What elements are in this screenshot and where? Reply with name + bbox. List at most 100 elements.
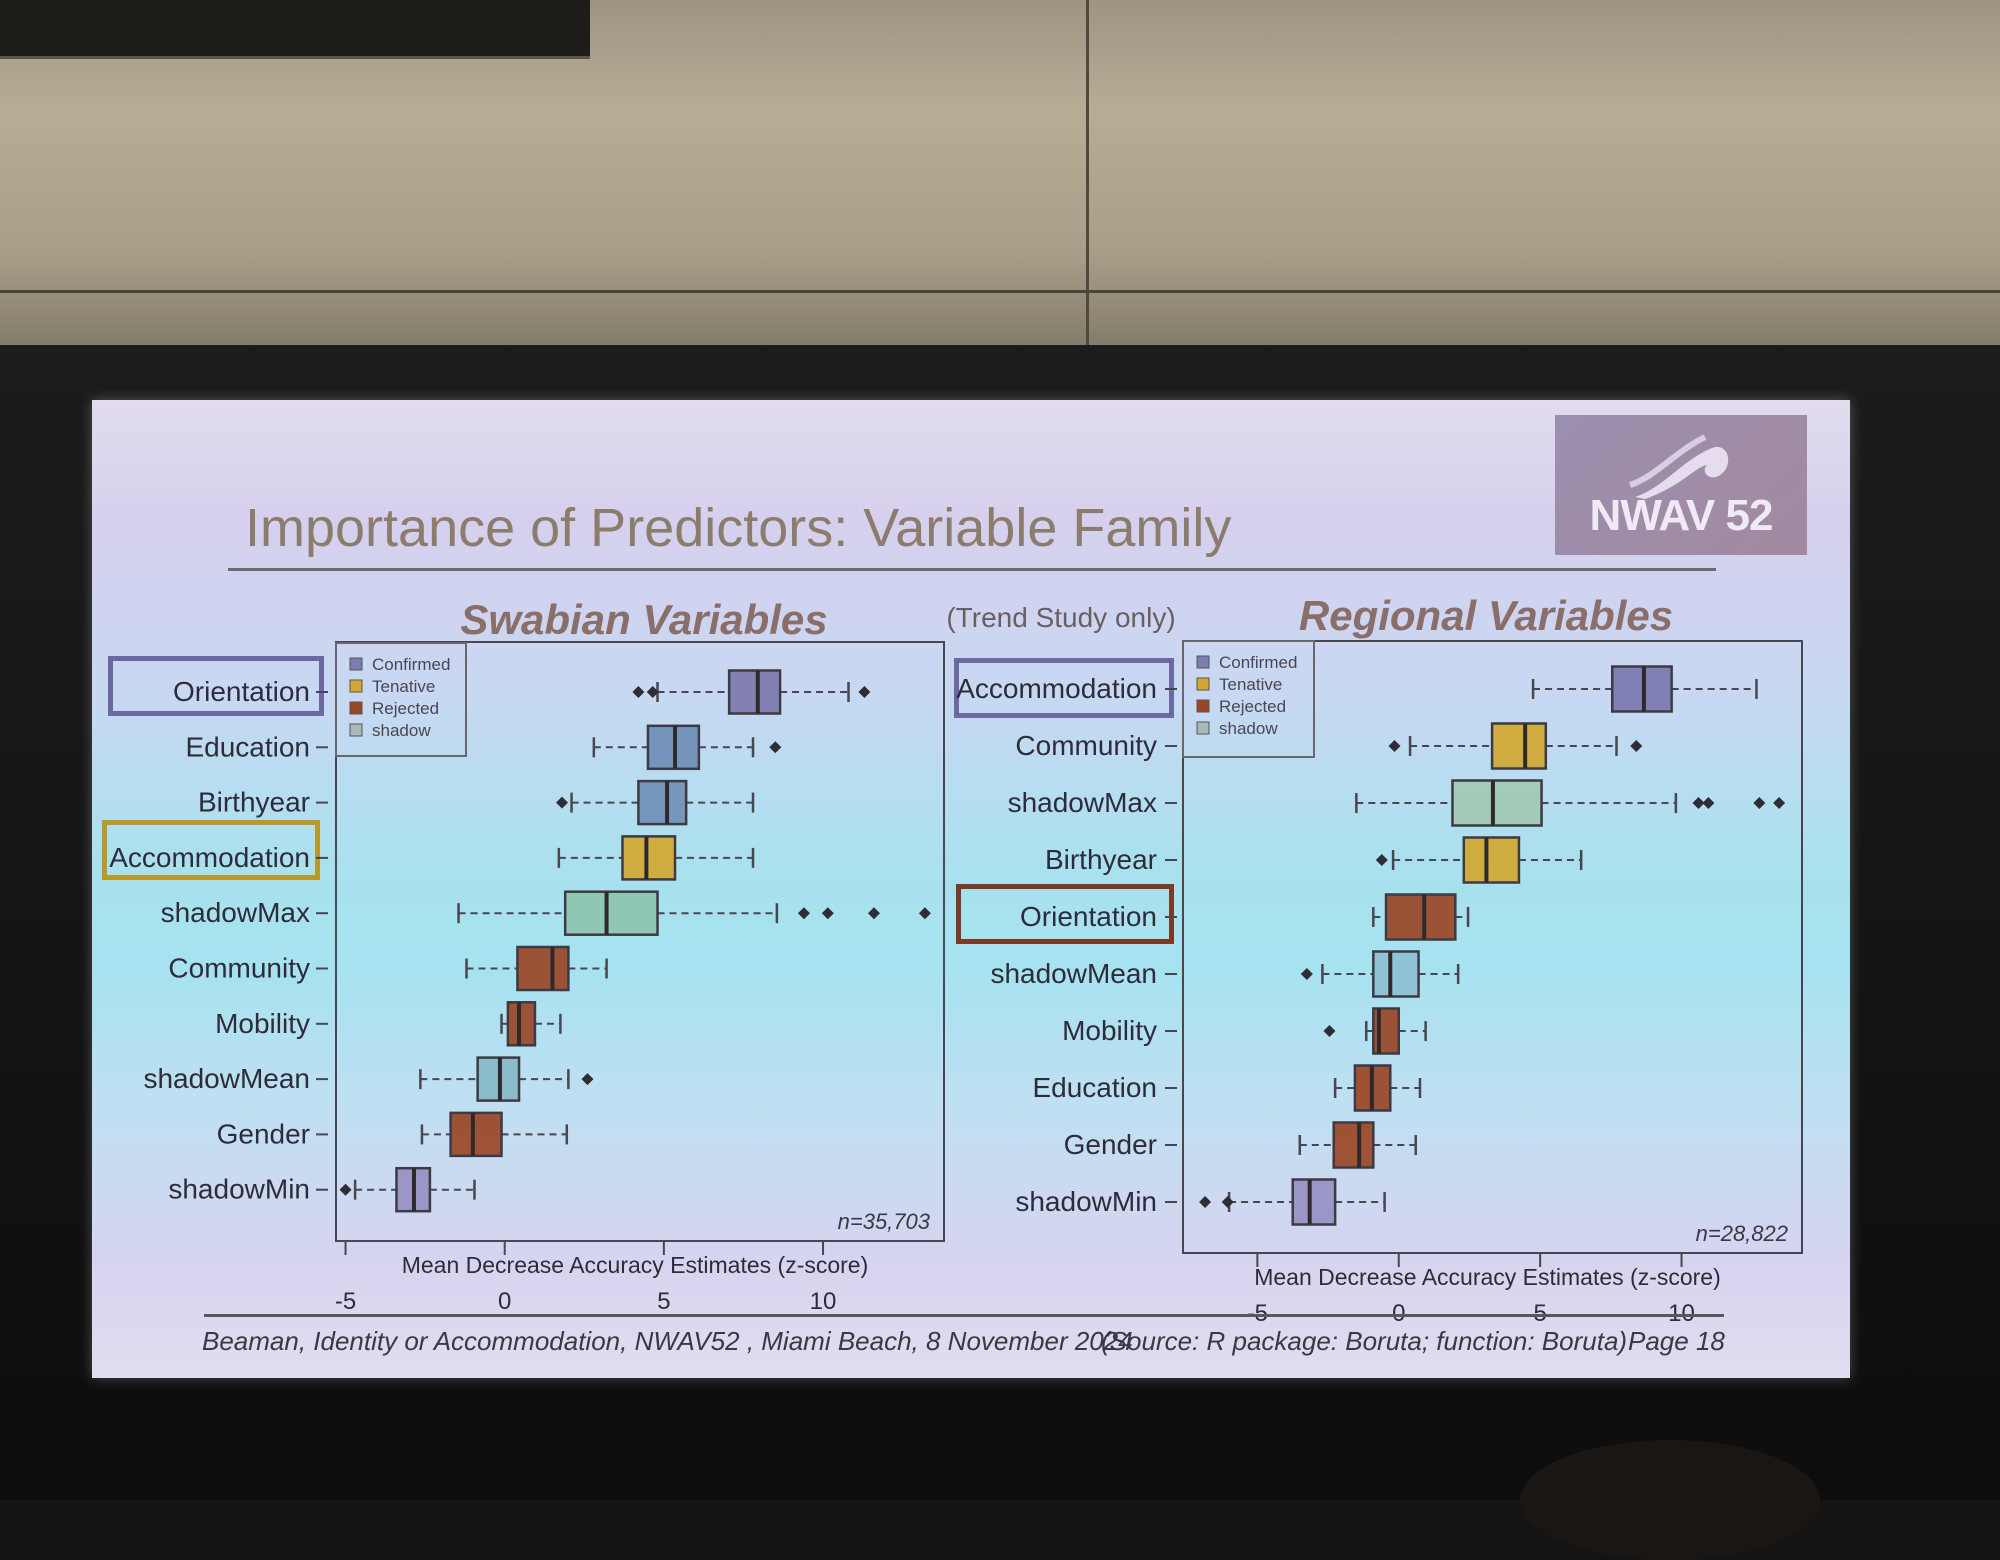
legend-label: Confirmed [372, 655, 450, 674]
row-label: Community [168, 953, 310, 984]
box-row-birthyear: Birthyear [1045, 836, 1583, 884]
x-tick-label: 10 [1668, 1300, 1695, 1327]
row-label: Education [185, 731, 310, 762]
box-row-accommodation: Accommodation [956, 665, 1758, 713]
legend-swatch-icon [1196, 655, 1210, 669]
row-label: Accommodation [956, 673, 1157, 704]
legend-frame [1182, 640, 1315, 758]
box-iqr [727, 669, 782, 715]
legend-label: Tenative [372, 677, 435, 696]
footer-divider [204, 1314, 1724, 1317]
row-label: shadowMin [168, 1174, 310, 1205]
legend-label: Confirmed [1219, 653, 1297, 672]
outlier-point [918, 907, 931, 920]
legend-label: shadow [1219, 719, 1278, 738]
legend-swatch-icon [1196, 677, 1210, 691]
box-row-mobility: Mobility [215, 1001, 562, 1047]
x-axis-title: Mean Decrease Accuracy Estimates (z-scor… [1254, 1264, 1721, 1290]
row-label: Orientation [173, 676, 310, 707]
title-divider [228, 568, 1716, 571]
outlier-point [797, 907, 810, 920]
row-label: Community [1015, 730, 1157, 761]
legend-swatch-icon [1196, 721, 1210, 735]
logo-text: NWAV 52 [1589, 491, 1774, 540]
row-label: shadowMax [161, 897, 310, 928]
slide-title: Importance of Predictors: Variable Famil… [245, 498, 1232, 558]
x-tick-label: 5 [1533, 1300, 1546, 1327]
box-iqr [1372, 950, 1420, 998]
wall-seam [0, 290, 2000, 293]
x-tick-label: 5 [657, 1288, 670, 1315]
row-label: Mobility [215, 1008, 310, 1039]
outlier-point [1375, 854, 1388, 866]
outlier-point [556, 796, 569, 809]
audience-head [1520, 1440, 1820, 1560]
outlier-point [867, 907, 880, 920]
row-label: Gender [217, 1118, 310, 1149]
box-row-shadowmax: shadowMax [1008, 779, 1786, 827]
box-row-shadowmean: shadowMean [990, 950, 1460, 998]
outlier-point [1221, 1196, 1234, 1208]
box-row-orientation: Orientation [1020, 893, 1470, 941]
box-row-community: Community [1015, 722, 1643, 770]
box-iqr [449, 1111, 503, 1158]
highlight-accommodation-swabian [102, 820, 320, 880]
legend-label: shadow [372, 721, 431, 740]
row-label: shadowMean [990, 958, 1157, 989]
footer-source: (Source: R package: Boruta; function: Bo… [1101, 1326, 1628, 1356]
box-row-orientation: Orientation [173, 669, 871, 715]
outlier-point [581, 1073, 594, 1086]
row-label: shadowMax [1008, 787, 1157, 818]
x-tick-label: -5 [1247, 1300, 1268, 1327]
box-iqr [563, 890, 659, 936]
outlier-point [339, 1183, 352, 1196]
slide [92, 400, 1850, 1378]
x-axis-title: Mean Decrease Accuracy Estimates (z-scor… [402, 1252, 869, 1278]
box-iqr [1490, 722, 1548, 770]
nwav-logo: NWAV 52 [1555, 415, 1807, 555]
footer-page: Page 18 [1628, 1326, 1725, 1356]
outlier-point [1630, 740, 1643, 752]
box-iqr [621, 835, 677, 881]
legend-swatch-icon [1196, 699, 1210, 713]
box-iqr [1451, 779, 1543, 827]
outlier-point [1773, 797, 1786, 809]
row-label: Education [1032, 1072, 1157, 1103]
outlier-point [1199, 1196, 1212, 1208]
box-iqr [506, 1001, 537, 1047]
legend-label: Tenative [1219, 675, 1282, 694]
row-label: Orientation [1020, 901, 1157, 932]
outlier-point [1692, 797, 1705, 809]
legend-label: Rejected [1219, 697, 1286, 716]
plot-frame [335, 641, 945, 1242]
box-iqr [637, 779, 688, 826]
box-row-shadowmax: shadowMax [161, 890, 931, 936]
box-row-birthyear: Birthyear [198, 779, 755, 826]
x-tick-label: -5 [335, 1288, 356, 1315]
box-row-gender: Gender [217, 1111, 569, 1158]
row-label: shadowMean [143, 1063, 310, 1094]
outlier-point [769, 741, 782, 754]
row-label: Gender [1064, 1129, 1157, 1160]
footer-citation: Beaman, Identity or Accommodation, NWAV5… [202, 1326, 1133, 1356]
highlight-orientation-swabian [108, 656, 324, 716]
box-row-education: Education [1032, 1064, 1422, 1112]
outlier-point [1300, 968, 1313, 980]
box-row-mobility: Mobility [1062, 1007, 1427, 1055]
legend-swatch-icon [349, 679, 363, 693]
chart-title-regional: Regional Variables [1298, 592, 1674, 639]
outlier-point [646, 686, 659, 698]
sample-size-label: n=35,703 [838, 1209, 931, 1234]
outlier-point [821, 907, 834, 920]
outlier-point [1702, 797, 1715, 809]
outlier-point [1753, 797, 1766, 809]
outlier-point [858, 686, 871, 698]
row-label: Accommodation [109, 842, 310, 873]
outlier-point [632, 686, 645, 698]
outlier-point [1323, 1025, 1336, 1037]
legend-swatch-icon [349, 723, 363, 737]
